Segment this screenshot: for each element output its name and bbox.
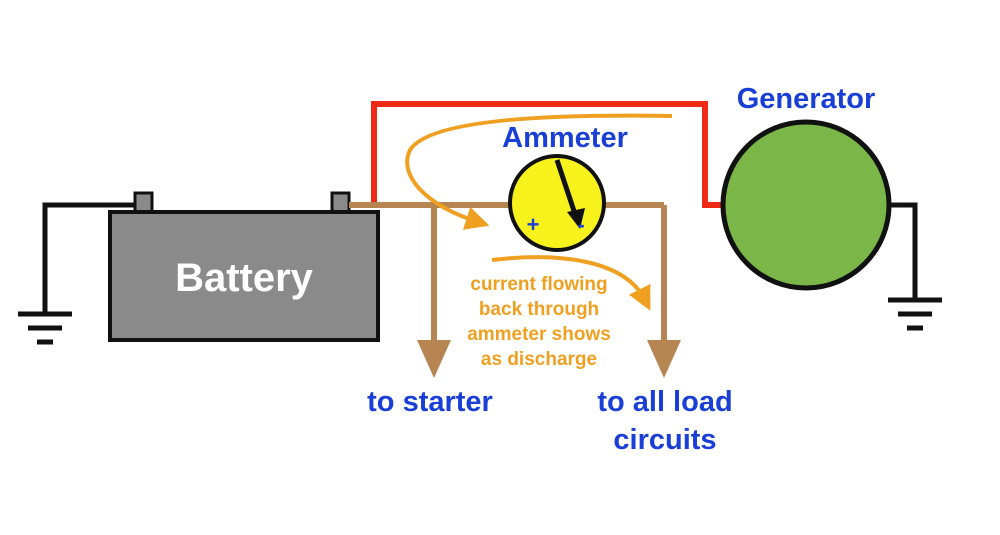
note-line-1: current flowing <box>470 274 607 295</box>
ammeter-needle-tip <box>567 208 585 229</box>
note-line-4: as discharge <box>481 349 597 370</box>
battery-ground <box>18 202 138 345</box>
to-load-label-line2: circuits <box>613 424 716 456</box>
generator-body <box>720 119 892 291</box>
ammeter-label: Ammeter <box>502 122 628 154</box>
current-flow-arrow-upper <box>405 113 673 230</box>
generator-ground-wire <box>889 202 918 298</box>
generator <box>720 119 942 331</box>
generator-label: Generator <box>737 83 876 115</box>
starter-arrow <box>417 340 451 378</box>
note-line-2: back through <box>479 299 599 320</box>
battery-body <box>108 210 380 342</box>
load-arrow <box>647 340 681 378</box>
ammeter: + - <box>508 154 606 252</box>
discharge-note: current flowing back through ammeter sho… <box>467 274 611 370</box>
battery: Battery <box>108 191 380 342</box>
note-line-3: ammeter shows <box>467 324 611 345</box>
ammeter-plus-sign: + <box>527 212 540 237</box>
starter-branch <box>417 205 451 378</box>
to-starter-label: to starter <box>367 386 493 418</box>
to-load-label-line1: to all load <box>597 386 732 418</box>
current-flow-arrow-lower <box>491 255 651 311</box>
load-branch <box>647 205 681 378</box>
ammeter-face <box>508 154 606 252</box>
ammeter-needle <box>554 159 578 215</box>
ammeter-minus-sign: - <box>577 212 584 237</box>
battery-label: Battery <box>175 256 314 300</box>
generator-ground-symbol <box>888 297 942 331</box>
